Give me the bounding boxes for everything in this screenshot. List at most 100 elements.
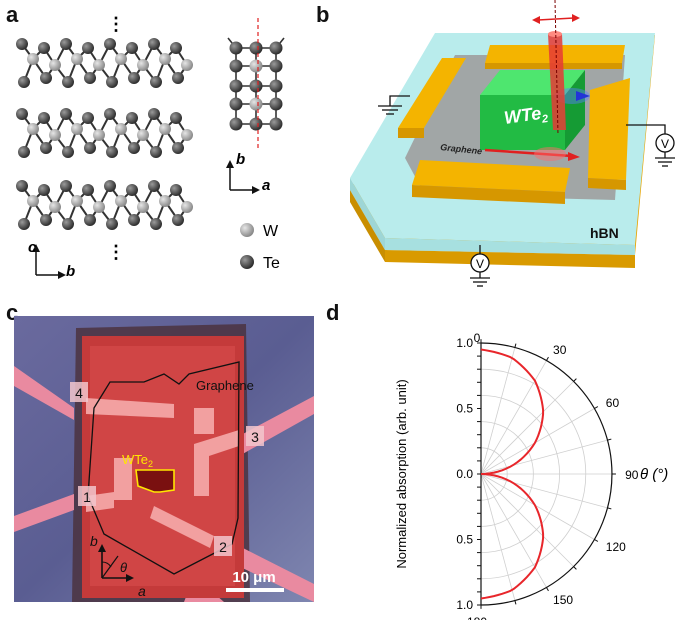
wte2-label: WTe2 xyxy=(122,452,153,469)
te-atom xyxy=(62,146,74,158)
angle-tick-labels: 0306090120150180 xyxy=(467,331,639,620)
angle-tick-60: 60 xyxy=(606,396,620,410)
radial-tick-top-2: 0.0 xyxy=(456,467,473,481)
voltmeter-symbol-right: V xyxy=(661,137,669,151)
current-arrow-blue xyxy=(576,91,590,101)
crystal-layer-3 xyxy=(16,180,193,230)
te-atom xyxy=(82,184,94,196)
w-atom xyxy=(137,59,149,71)
legend-w-label: W xyxy=(263,223,279,240)
w-atom xyxy=(49,129,61,141)
w-atom xyxy=(93,129,105,141)
te-atom xyxy=(104,38,116,50)
te-atom xyxy=(229,41,243,55)
ellipsis-top: ⋮ xyxy=(107,14,125,34)
legend-te-label: Te xyxy=(263,255,280,272)
te-atom xyxy=(229,117,243,131)
electrode-right xyxy=(588,78,630,190)
svg-text:3: 3 xyxy=(251,429,259,445)
panel-label-b: b xyxy=(316,2,330,27)
wte2-crystal: WTe2 xyxy=(480,70,585,150)
axis-label-b: b xyxy=(66,263,75,280)
axis-label-a-right: a xyxy=(262,177,270,194)
contact-label-2: 2 xyxy=(214,536,232,556)
w-atom xyxy=(137,201,149,213)
te-atom xyxy=(62,218,74,230)
te-atom xyxy=(16,180,28,192)
te-atom xyxy=(170,112,182,124)
scale-bar: 10 μm xyxy=(226,569,284,592)
w-atom xyxy=(115,53,127,65)
te-atom xyxy=(269,41,283,55)
te-atom xyxy=(104,108,116,120)
te-atom xyxy=(16,38,28,50)
crystal-layer-1 xyxy=(16,38,193,88)
te-atom xyxy=(269,117,283,131)
grid-spoke xyxy=(480,473,547,588)
contact-label-1: 1 xyxy=(78,486,96,506)
te-atom xyxy=(172,72,184,84)
w-atom xyxy=(93,59,105,71)
crystal-layers-side-view xyxy=(16,38,193,230)
w-atom xyxy=(27,123,39,135)
w-atom xyxy=(71,123,83,135)
y-axis-label: Normalized absorption (arb. unit) xyxy=(394,379,409,568)
scale-bar-label: 10 μm xyxy=(232,569,275,586)
te-atom xyxy=(82,112,94,124)
angle-tick-120: 120 xyxy=(606,540,626,554)
grid-spoke xyxy=(480,408,595,475)
voltmeter-symbol-bottom: V xyxy=(476,257,484,271)
electrode-left xyxy=(398,58,466,138)
w-atom xyxy=(115,195,127,207)
te-atom xyxy=(229,97,243,111)
te-atom xyxy=(128,214,140,226)
te-atom xyxy=(60,108,72,120)
te-atom xyxy=(106,218,118,230)
te-atom xyxy=(18,76,30,88)
polar-grid xyxy=(477,339,616,609)
grid-spoke xyxy=(480,473,574,567)
svg-text:1: 1 xyxy=(83,489,91,505)
panel-d-polar-chart: 0306090120150180 1.00.50.00.51.0 θ (°) N… xyxy=(394,331,668,620)
hbn-label: hBN xyxy=(590,225,619,241)
te-atom xyxy=(128,142,140,154)
te-atom xyxy=(60,180,72,192)
te-atom xyxy=(40,142,52,154)
contact-label-4: 4 xyxy=(70,382,88,402)
w-atom xyxy=(159,53,171,65)
radial-tick-top-1: 0.5 xyxy=(456,402,473,416)
voltmeter-right: V xyxy=(626,124,675,167)
te-atom xyxy=(126,42,138,54)
te-atom xyxy=(170,184,182,196)
angle-tick-90: 90 xyxy=(625,468,639,482)
axis-label-b: b xyxy=(90,533,98,549)
w-atom xyxy=(71,195,83,207)
te-atom xyxy=(128,72,140,84)
te-atom xyxy=(84,214,96,226)
legend-w-marker xyxy=(240,223,254,237)
te-atom xyxy=(229,79,243,93)
radial-tick-top-0: 1.0 xyxy=(456,336,473,350)
radial-tick-bottom-1: 1.0 xyxy=(456,598,473,612)
te-atom xyxy=(18,146,30,158)
te-atom xyxy=(269,97,283,111)
te-atom xyxy=(249,117,263,131)
svg-text:2: 2 xyxy=(219,539,227,555)
te-atom xyxy=(170,42,182,54)
te-atom xyxy=(150,76,162,88)
w-atom xyxy=(49,201,61,213)
axis-label-c: c xyxy=(28,239,37,256)
axes-right: b a xyxy=(226,151,270,194)
angle-tick-30: 30 xyxy=(553,343,567,357)
te-atom xyxy=(18,218,30,230)
te-atom xyxy=(126,112,138,124)
panel-c-optical-image: Graphene WTe2 4 3 1 2 b a θ 10 μm xyxy=(14,316,314,602)
contact-label-3: 3 xyxy=(246,426,264,446)
te-atom xyxy=(84,72,96,84)
grid-spoke xyxy=(480,473,608,509)
te-atom xyxy=(38,184,50,196)
axes-c: b a θ xyxy=(90,533,146,599)
grid-spoke xyxy=(480,439,608,475)
te-atom xyxy=(126,184,138,196)
theta-axis-label: θ (°) xyxy=(640,466,668,483)
